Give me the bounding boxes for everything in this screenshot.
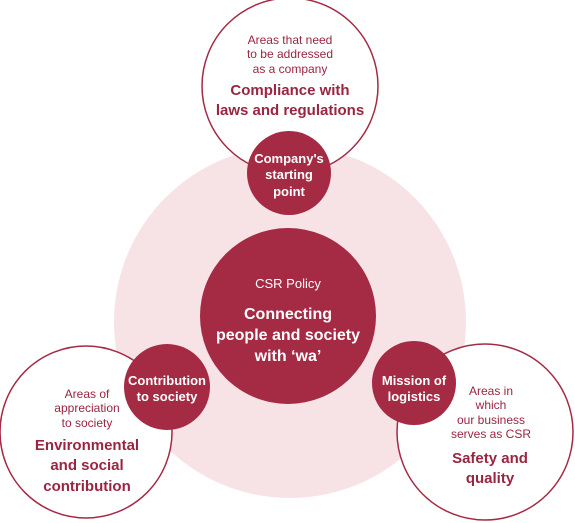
left-tag-label: Contribution to society [128,373,206,405]
right-description: Areas in which our business serves as CS… [450,384,532,442]
center-subtitle: CSR Policy [255,276,321,291]
top-title: Compliance with laws and regulations [215,82,365,120]
top-tag-label: Company's starting point [254,151,324,199]
left-title: Environmental and social contribution [34,437,140,495]
right-title: Safety and quality [452,450,528,488]
right-tag-label: Mission of logistics [381,373,447,405]
top-description: Areas that need to be addressed as a com… [246,33,334,76]
top-tag-circle [247,131,331,215]
right-tag-circle [372,341,456,425]
center-title: Connecting people and society with ‘wa’ [215,306,361,365]
left-description: Areas of appreciation to society [54,387,120,430]
left-tag-circle [124,344,210,430]
center-circle [200,228,376,404]
